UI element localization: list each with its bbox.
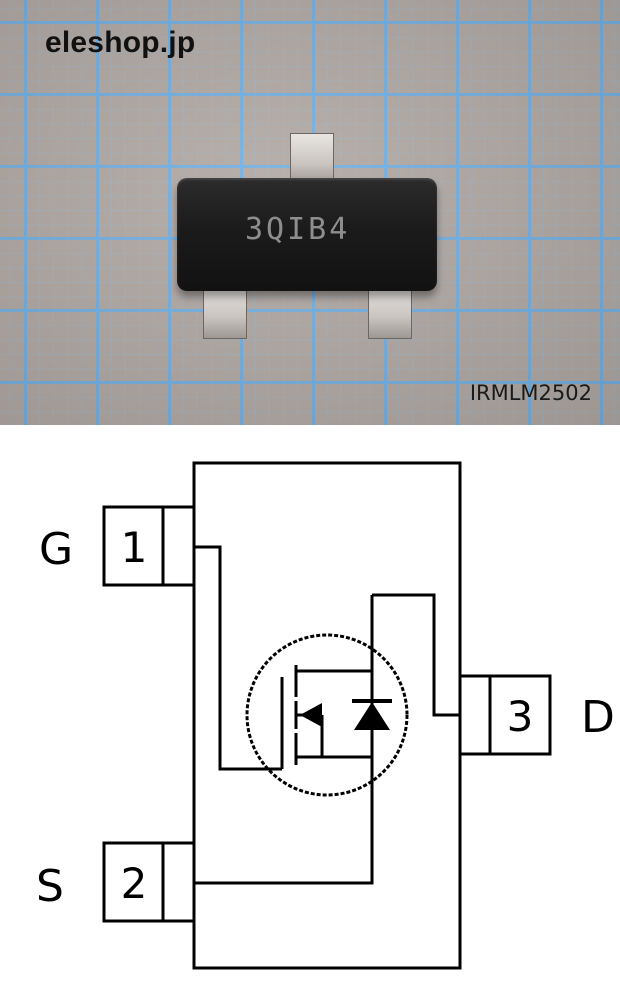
gate-wire — [194, 545, 282, 771]
brand-watermark: eleshop.jp — [45, 26, 196, 59]
pin-letter-source: S — [36, 861, 64, 912]
drain-wire — [372, 593, 460, 717]
pin-number-2: 2 — [121, 859, 148, 908]
pin-number-1: 1 — [121, 523, 148, 572]
chip-lead-bottom-left — [203, 285, 247, 339]
chip-marking: 3QIB4 — [245, 212, 351, 247]
pinout-schematic: G S D 1 2 3 — [36, 461, 615, 970]
transistor-circle — [245, 633, 409, 797]
part-number-label: IRMLM2502 — [469, 381, 592, 405]
package-outline — [192, 461, 462, 970]
chip-lead-bottom-right — [368, 285, 412, 339]
pin-1-tab — [102, 505, 196, 587]
pin-number-3: 3 — [507, 692, 534, 741]
source-wire — [194, 595, 374, 885]
diode-triangle-icon — [354, 702, 390, 730]
chip-lead-top — [290, 133, 334, 185]
pin-2-tab — [102, 841, 196, 923]
pin-letter-drain: D — [581, 692, 615, 743]
pin-letter-gate: G — [39, 524, 73, 575]
pin-3-tab — [458, 674, 552, 756]
sot23-chip-body — [177, 178, 437, 291]
body-arrow-icon — [300, 703, 322, 727]
product-photo: eleshop.jp 3QIB4 IRMLM2502 — [0, 0, 620, 425]
